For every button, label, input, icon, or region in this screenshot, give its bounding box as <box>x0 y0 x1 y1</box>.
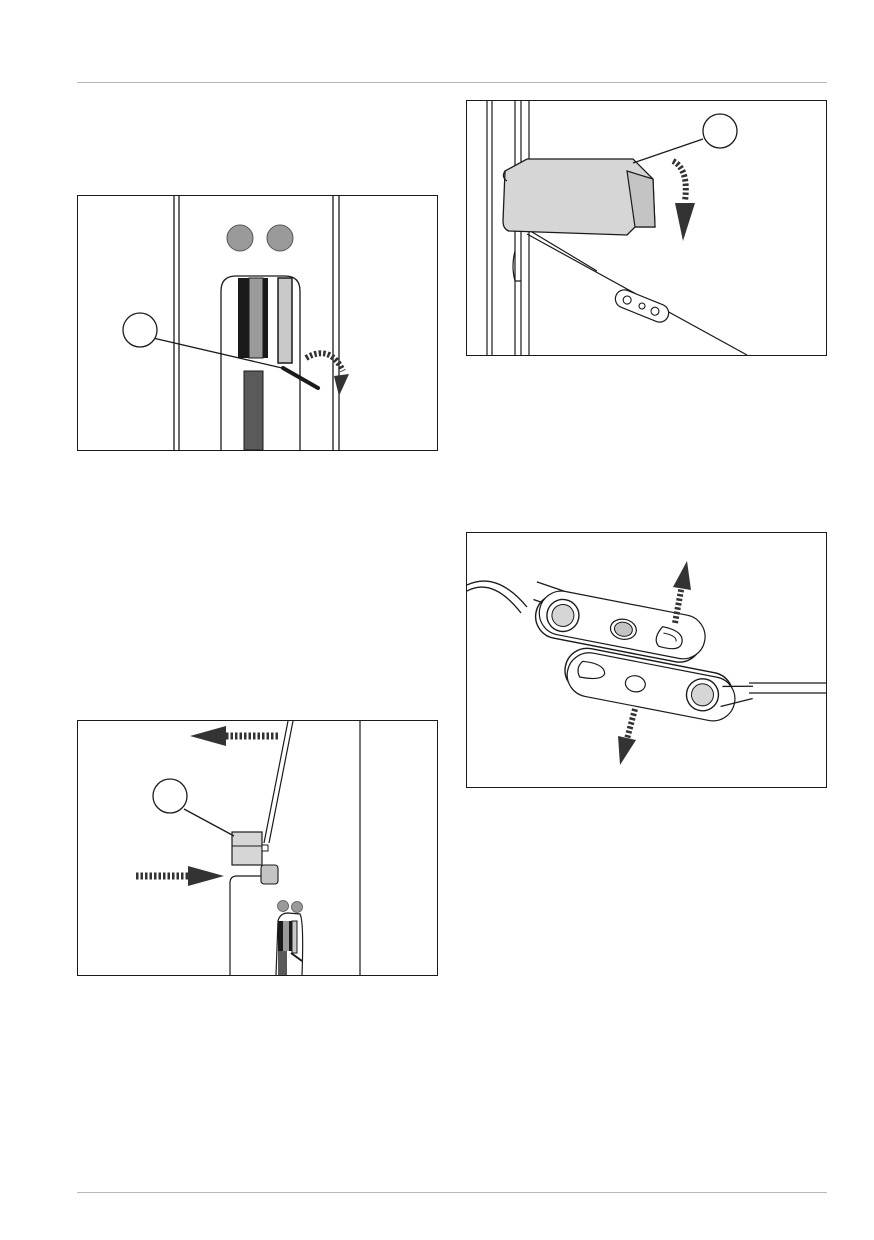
callout-circle <box>122 312 158 348</box>
rotate-clockwise-arrow-icon <box>304 350 346 373</box>
callout-circle <box>152 778 188 814</box>
lower-link-plate <box>564 647 754 722</box>
upper-link-plate <box>533 581 706 663</box>
up-arrow-icon <box>672 584 685 624</box>
figure-hinge-cover-flap <box>466 100 827 356</box>
header-rule <box>77 82 827 83</box>
rivet-icon <box>226 224 254 252</box>
rivet-icon <box>266 224 294 252</box>
figure-link-plates-separate <box>466 532 827 788</box>
footer-rule <box>77 1192 827 1193</box>
callout-circle <box>702 113 738 149</box>
down-arrow-icon <box>624 708 638 740</box>
rotate-down-arrow-icon <box>671 158 689 202</box>
figure-door-bracket-insert <box>77 720 438 976</box>
figure-hinge-pin-lever <box>77 195 438 451</box>
link-plate-small <box>614 289 670 323</box>
pin-lever <box>281 366 320 390</box>
